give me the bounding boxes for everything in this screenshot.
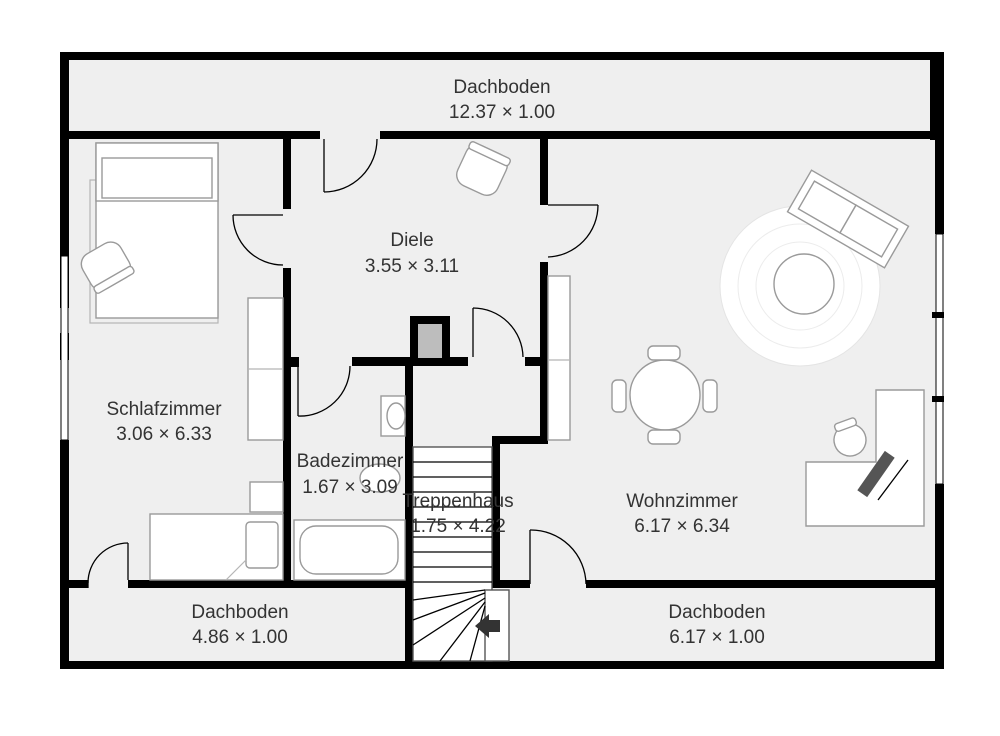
window-left bbox=[60, 255, 69, 441]
room-size: 3.55 × 3.11 bbox=[365, 256, 459, 277]
dining-chair bbox=[647, 429, 681, 445]
room-size: 1.67 × 3.09 bbox=[302, 477, 398, 498]
bed-pillow bbox=[101, 157, 213, 199]
attic-left-wall-b bbox=[128, 580, 413, 588]
room-size: 6.17 × 6.34 bbox=[634, 516, 730, 537]
window-right bbox=[935, 233, 944, 485]
sink-cabinet bbox=[245, 521, 279, 569]
outer-wall-bottom bbox=[60, 661, 944, 669]
room-name: Wohnzimmer bbox=[626, 491, 738, 512]
room-size: 6.17 × 1.00 bbox=[669, 627, 765, 648]
outer-wall-top bbox=[60, 52, 944, 60]
sofa bbox=[786, 169, 910, 269]
wall-diele-bottom-c bbox=[525, 357, 548, 366]
outer-wall-left-upper bbox=[60, 52, 69, 308]
room-size: 1.75 × 4.22 bbox=[410, 516, 506, 537]
outer-wall-left-lower bbox=[60, 440, 69, 669]
chimney bbox=[418, 324, 442, 358]
attic-right-wall-a bbox=[492, 580, 530, 588]
room-labels: Dachboden 12.37 × 1.00 Diele 3.55 × 3.11… bbox=[106, 77, 765, 648]
staircase bbox=[412, 446, 510, 662]
room-size: 4.86 × 1.00 bbox=[192, 627, 288, 648]
dining-chair bbox=[702, 379, 718, 413]
dining-chair bbox=[647, 345, 681, 361]
toilet bbox=[359, 463, 401, 493]
stair-arrow-icon bbox=[475, 614, 500, 638]
wall-bad-treppe bbox=[405, 360, 413, 667]
wall-schlaf-diele-upper bbox=[283, 139, 291, 209]
window-right-mullion bbox=[932, 312, 944, 318]
shelf bbox=[249, 481, 284, 513]
corner-desk bbox=[805, 389, 925, 527]
hallway-chair bbox=[456, 141, 511, 196]
hallway-shelf bbox=[547, 275, 571, 441]
room-name: Dachboden bbox=[191, 602, 288, 623]
wall-treppe-wohn-side bbox=[492, 436, 500, 588]
attic-right-wall-b bbox=[586, 580, 938, 588]
keyboard-icon bbox=[857, 450, 895, 498]
doors bbox=[87, 138, 599, 588]
monitor bbox=[877, 459, 909, 501]
attic-top-right-return bbox=[930, 60, 938, 140]
office-chair bbox=[833, 417, 867, 457]
bedroom-chair bbox=[80, 241, 135, 294]
room-size: 12.37 × 1.00 bbox=[449, 102, 555, 123]
bathroom-fixtures bbox=[293, 395, 406, 581]
living-room-furniture bbox=[611, 169, 925, 527]
bath-sink bbox=[386, 402, 406, 430]
bedroom-furniture bbox=[80, 142, 284, 581]
room-name: Dachboden bbox=[668, 602, 765, 623]
coffee-table bbox=[773, 253, 835, 315]
wall-diele-bottom-a bbox=[291, 357, 299, 367]
attic-top-wall-b bbox=[380, 131, 936, 139]
wall-schlaf-diele-lower bbox=[283, 268, 291, 582]
wall-treppe-wohn-top bbox=[492, 436, 548, 444]
outer-wall-right-lower bbox=[935, 484, 944, 669]
outer-wall-right-upper bbox=[935, 52, 944, 234]
room-name: Schlafzimmer bbox=[106, 399, 222, 420]
room-name: Dachboden bbox=[453, 77, 550, 98]
dining-chair bbox=[611, 379, 627, 413]
bathtub-inner bbox=[299, 525, 399, 575]
room-name: Diele bbox=[390, 230, 433, 251]
room-name: Badezimmer bbox=[297, 451, 404, 472]
walls bbox=[60, 52, 944, 669]
wall-diele-wohn-lower bbox=[540, 262, 548, 440]
door-attic-left bbox=[87, 542, 129, 584]
room-name: Treppenhaus bbox=[402, 491, 513, 512]
door-attic-right bbox=[529, 529, 587, 585]
window-right-mullion-2 bbox=[932, 396, 944, 402]
room-size: 3.06 × 6.33 bbox=[116, 424, 212, 445]
attic-top-wall-a bbox=[64, 131, 320, 139]
dining-table bbox=[629, 359, 701, 431]
wall-diele-wohn-upper bbox=[540, 139, 548, 205]
attic-left-wall-a bbox=[64, 580, 88, 588]
